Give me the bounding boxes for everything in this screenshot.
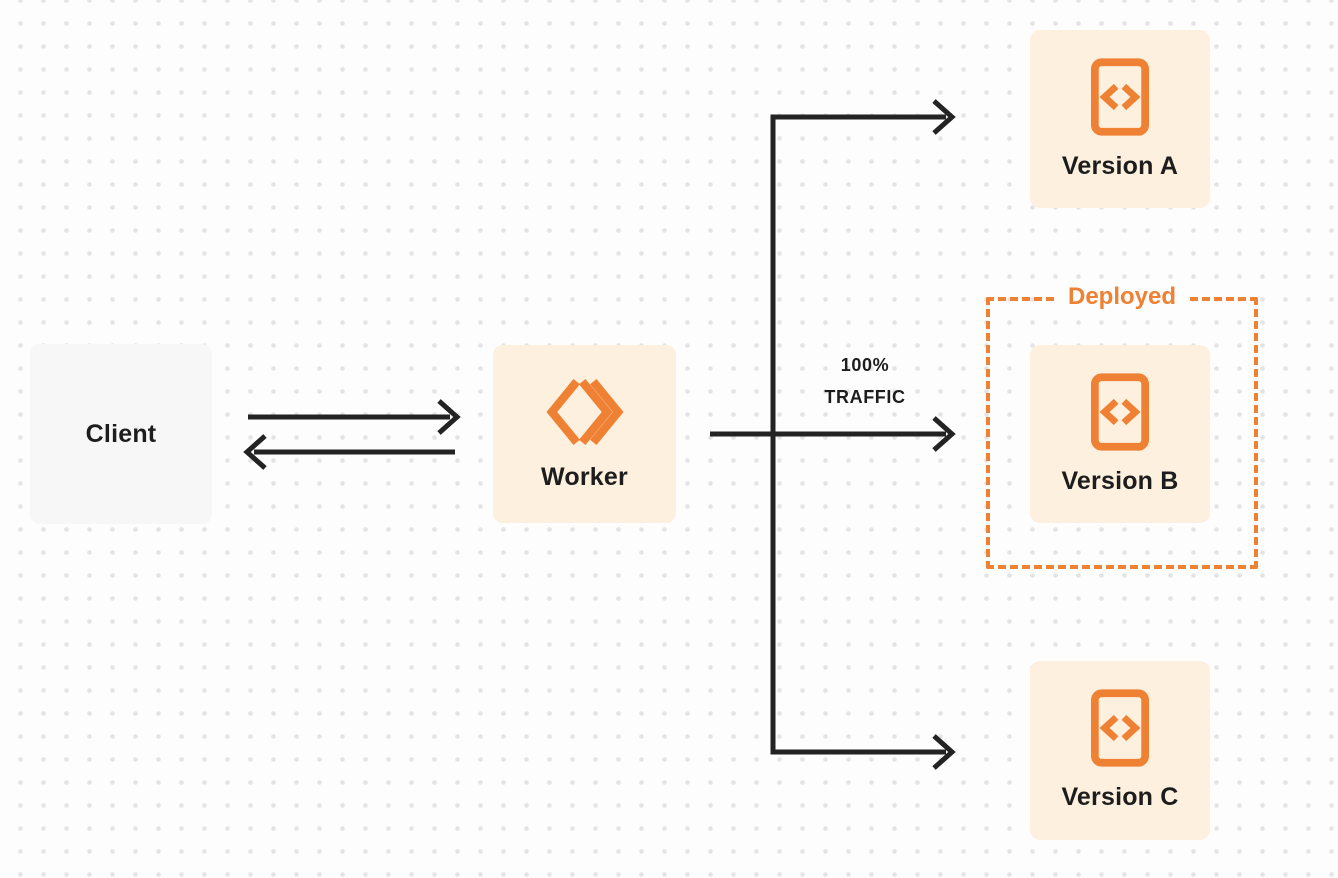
worker-label: Worker: [541, 462, 628, 491]
workers-double-chevron-icon: [545, 377, 625, 447]
traffic-percentage-label: 100% TRAFFIC: [780, 349, 950, 413]
deployed-label: Deployed: [1053, 283, 1191, 311]
version-b-node: Version B: [1030, 345, 1210, 523]
traffic-word-line: TRAFFIC: [824, 387, 906, 407]
traffic-percent-line: 100%: [840, 355, 890, 375]
version-a-label: Version A: [1061, 151, 1179, 180]
deployed-boundary: Deployed: [986, 283, 1258, 569]
code-file-icon: [1091, 57, 1149, 136]
code-file-icon: [1091, 689, 1149, 767]
version-b-label: Version B: [1061, 466, 1179, 495]
client-node: Client: [30, 344, 212, 524]
version-c-node: Version C: [1030, 661, 1210, 840]
code-file-icon: [1091, 372, 1149, 451]
worker-node: Worker: [493, 345, 676, 523]
version-c-label: Version C: [1061, 783, 1179, 811]
client-to-worker-arrow: [248, 399, 461, 435]
version-a-node: Version A: [1030, 30, 1210, 208]
worker-to-client-arrow: [243, 434, 455, 470]
traffic-split-branch-c: [770, 434, 956, 770]
worker-to-version-b-arrow: [710, 416, 956, 452]
client-label: Client: [85, 419, 157, 448]
